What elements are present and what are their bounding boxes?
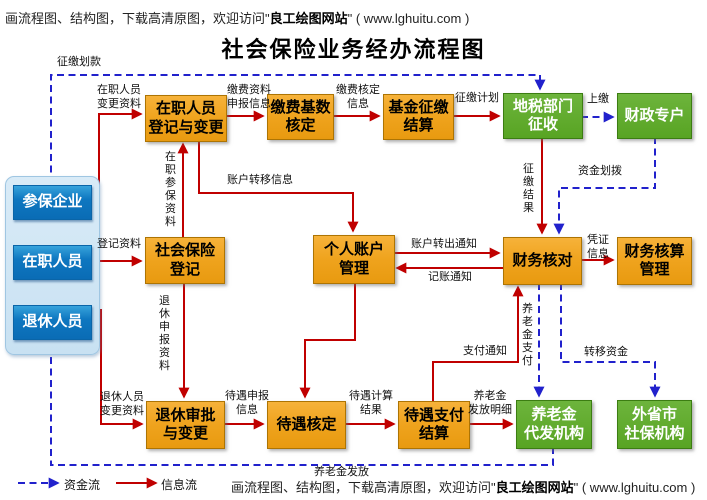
label-retire-declare-info: 退休申报资料 [159,295,170,372]
label-active-insured-info: 在职参保资料 [165,151,176,228]
promo-suffix: " ( www.lghuitu.com ) [573,480,696,495]
node-finance-check: 财务核对 [503,237,582,285]
node-retired-staff: 退休人员 [13,305,92,340]
node-retirement-approval: 退休审批 与变更 [146,401,225,449]
node-active-staff: 在职人员 [13,245,92,280]
label-collection-result: 征缴结果 [523,163,534,214]
edge-payment-notice [432,285,524,401]
label-account-transfer-info: 账户转移信息 [227,174,293,186]
label-pension-disburse: 养老金发放 [314,466,369,478]
label-turn-in: 上缴 [587,93,609,105]
node-treasury-account: 财政专户 [617,93,692,139]
promo-site-name: 良工绘图网站 [269,11,348,26]
node-active-registration: 在职人员 登记与变更 [145,95,227,142]
label-active-change-info: 在职人员 变更资料 [97,84,141,110]
node-social-insurance-reg: 社会保险 登记 [145,237,225,284]
node-other-province-agency: 外省市 社保机构 [617,400,692,449]
label-pension-payment: 养老金支付 [522,303,533,367]
label-payment-check-info: 缴费核定 信息 [336,84,380,110]
label-collection-transfer: 征缴划款 [57,56,101,68]
label-fund-allocation: 资金划拨 [578,165,622,177]
edge-account-transfer-info [198,140,359,233]
promo-site-name: 良工绘图网站 [495,480,574,495]
node-finance-accounting: 财务核算 管理 [617,237,692,285]
page-title: 社会保险业务经办流程图 [221,37,486,62]
promo-prefix: 画流程图、结构图，下载高清原图，欢迎访问" [5,11,270,26]
label-bookkeeping-notice: 记账通知 [428,271,472,283]
edge-personal-account-to-benefit [299,282,356,399]
edge-collection-transfer [50,74,546,184]
label-payment-declare-info: 缴费资料 申报信息 [227,84,271,110]
label-benefit-declare-info: 待遇申报 信息 [225,390,269,416]
footer-promo: 画流程图、结构图，下载高清原图，欢迎访问"良工绘图网站" ( www.lghui… [231,477,695,496]
node-tax-dept: 地税部门 征收 [503,93,583,139]
label-pension-detail: 养老金 发放明细 [468,390,512,416]
promo-prefix: 画流程图、结构图，下载高清原图，欢迎访问" [231,480,496,495]
label-transfer-funds: 转移资金 [584,346,628,358]
label-voucher-info: 凭证 信息 [587,234,609,260]
label-registration-info: 登记资料 [97,238,141,250]
label-payment-notice: 支付通知 [463,345,507,357]
legend-info-flow-label: 信息流 [161,478,198,492]
promo-suffix: " ( www.lghuitu.com ) [347,11,470,26]
edge-pension-disburse [45,339,554,466]
edge-transfer-funds [560,283,661,398]
label-benefit-calc-result: 待遇计算 结果 [349,390,393,416]
label-retire-change-info: 退休人员 变更资料 [100,391,144,417]
node-personal-account: 个人账户 管理 [313,235,395,284]
legend-fund-flow-label: 资金流 [64,478,101,492]
label-account-out-notice: 账户转出通知 [411,238,477,250]
node-benefit-payment: 待遇支付 结算 [398,401,470,449]
header-promo: 画流程图、结构图，下载高清原图，欢迎访问"良工绘图网站" ( www.lghui… [5,8,469,27]
edge-fund-allocation [553,137,656,235]
label-collection-plan: 征缴计划 [455,92,499,104]
node-insured-employer: 参保企业 [13,185,92,220]
node-pension-agency: 养老金 代发机构 [516,400,592,449]
node-payment-base: 缴费基数 核定 [267,94,334,140]
node-fund-collection: 基金征缴 结算 [383,94,454,140]
node-benefit-assessment: 待遇核定 [267,401,346,449]
